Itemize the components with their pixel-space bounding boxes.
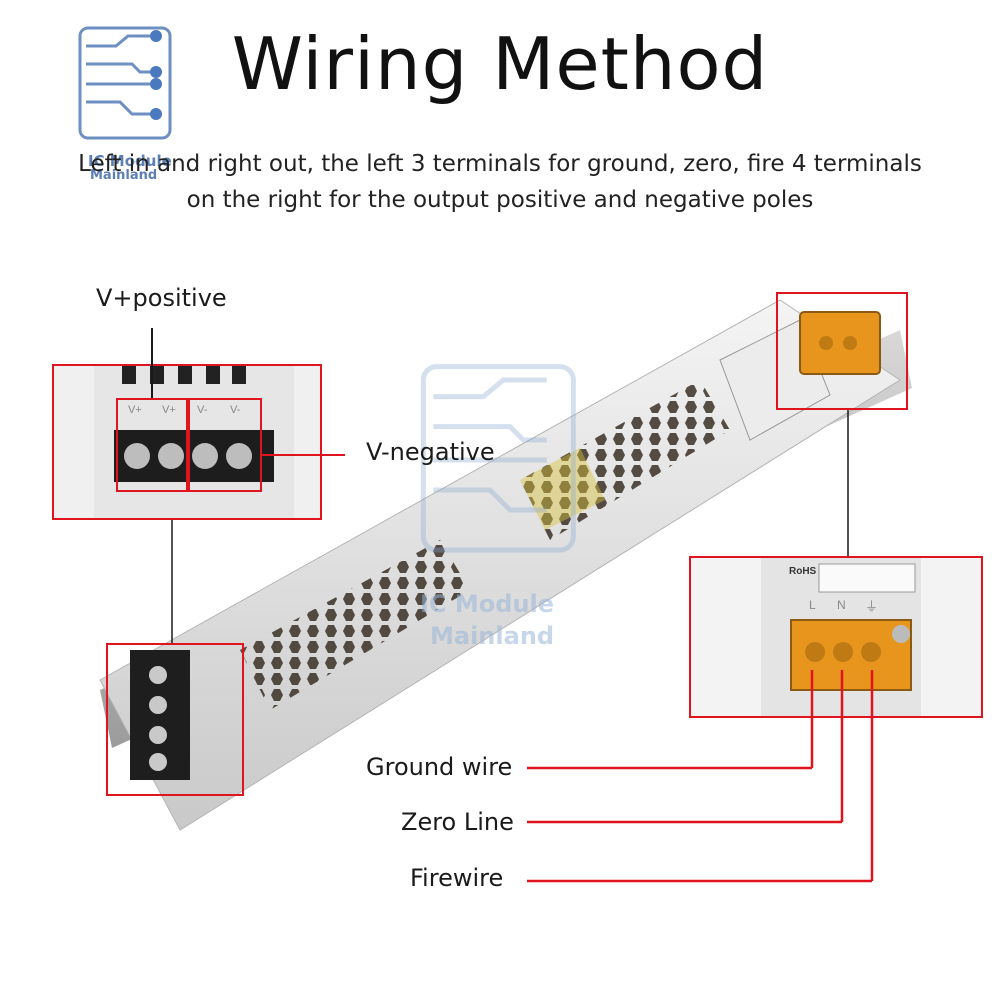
mark-L: L [809, 598, 816, 612]
vent-group-2 [520, 380, 730, 540]
mark-ground: ⏚ [865, 599, 879, 614]
v-plus-mark-1: V+ [128, 404, 142, 416]
firewire-label: Firewire [410, 864, 504, 892]
vent-yellow [520, 448, 605, 530]
output-terminal-highlight [106, 643, 244, 796]
v-plus-mark-2: V+ [162, 404, 176, 416]
v-minus-mark-2: V- [230, 404, 241, 416]
subtitle-line-1: Left in and right out, the left 3 termin… [78, 151, 922, 177]
v-positive-highlight [116, 398, 188, 492]
v-positive-label: V+positive [96, 284, 227, 312]
brand-logo: IC Module Mainland [76, 24, 176, 183]
logo-text-line2: Mainland [90, 168, 158, 183]
v-negative-label: V-negative [366, 438, 495, 466]
watermark-text-line2: Mainland [430, 622, 555, 650]
input-terminals-inset: RoHS L N ⏚ [689, 556, 983, 718]
input-terminal-top [799, 311, 881, 375]
vent-group-1 [240, 540, 470, 710]
logo-text-line1: IC Module [88, 152, 172, 170]
ground-wire-label: Ground wire [366, 753, 513, 781]
watermark-text-line1: IC Module [420, 590, 555, 618]
rohs-mark: RoHS [789, 566, 817, 577]
subtitle-line-2: on the right for the output positive and… [186, 187, 814, 213]
zero-line-label: Zero Line [401, 808, 514, 836]
circuit-logo-icon [78, 26, 172, 140]
circuit-watermark-icon [420, 364, 576, 553]
output-terminals-closeup [94, 366, 294, 518]
input-terminal-highlight [776, 292, 908, 410]
v-negative-highlight [188, 398, 262, 492]
mark-N: N [837, 598, 846, 612]
page-title: Wiring Method [231, 22, 769, 106]
center-watermark [410, 360, 600, 560]
input-terminals-closeup [761, 558, 921, 716]
v-minus-mark-1: V- [197, 404, 208, 416]
page-subtitle: Left in and right out, the left 3 termin… [40, 146, 960, 218]
